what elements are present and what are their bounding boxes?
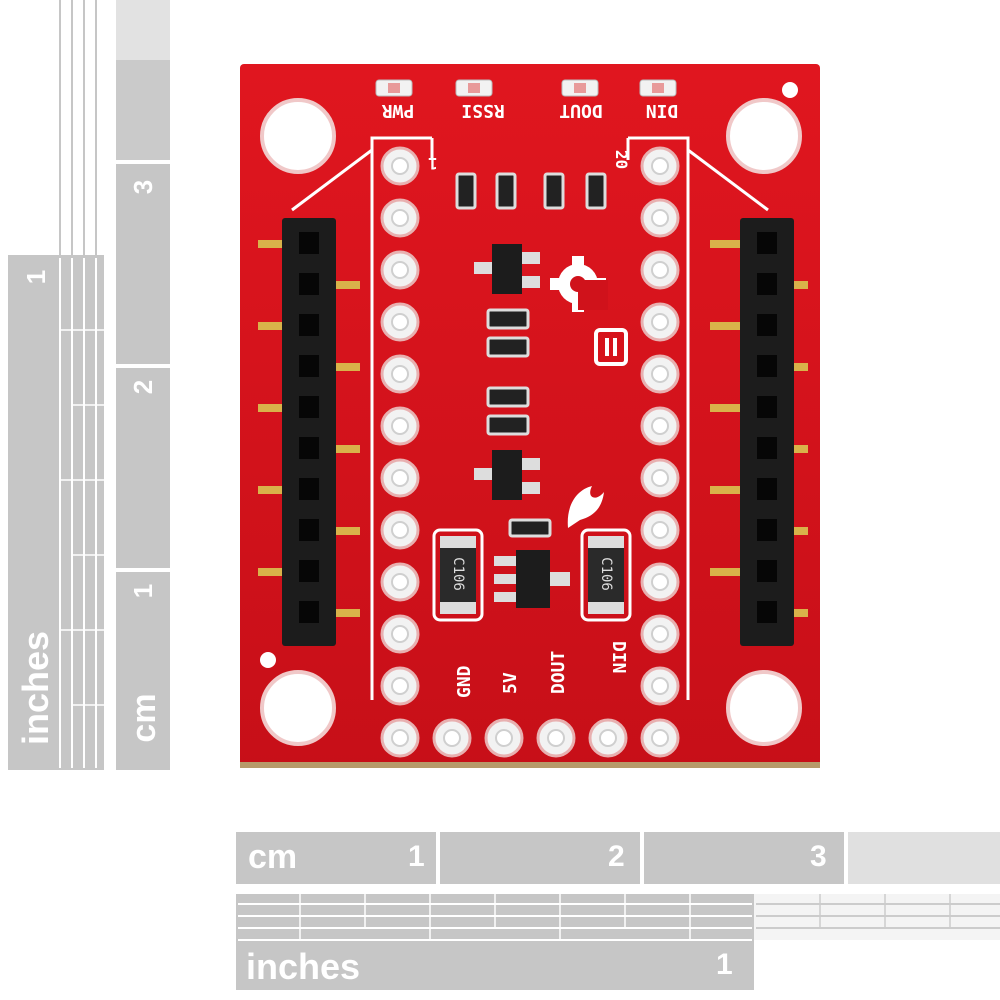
header-pin-lead	[794, 363, 808, 371]
top-resistors	[455, 172, 607, 210]
header-pin-lead	[258, 568, 282, 576]
horizontal-inch-number-1: 1	[716, 948, 733, 981]
label-dout-bottom: DOUT	[548, 650, 569, 694]
header-pin-lead	[258, 322, 282, 330]
cap-label-right: C106	[598, 557, 614, 591]
cap-label-left: C106	[450, 557, 466, 591]
capacitors	[440, 536, 624, 614]
header-pin-lead	[710, 240, 740, 248]
voltage-regulator	[494, 550, 570, 608]
header-pin-lead	[336, 363, 360, 371]
label-5v: 5V	[500, 672, 521, 694]
vertical-cm-ruler	[116, 0, 170, 770]
oshw-gear-icon	[550, 256, 608, 312]
pin1-label: 1	[428, 154, 438, 173]
label-din-top: DIN	[645, 100, 679, 121]
status-leds	[375, 79, 677, 97]
horizontal-cm-unit: cm	[248, 838, 298, 876]
header-pin-lead	[794, 527, 808, 535]
label-rssi: RSSI	[461, 100, 505, 121]
header-pin-lead	[710, 322, 740, 330]
horizontal-cm-number-2: 2	[608, 840, 625, 873]
label-din-bottom: DIN	[608, 641, 629, 674]
vertical-inch-ruler	[8, 0, 106, 770]
horizontal-cm-number-3: 3	[810, 840, 827, 873]
horizontal-cm-ruler	[236, 832, 1000, 884]
header-pin-lead	[710, 404, 740, 412]
horizontal-cm-number-1: 1	[408, 840, 425, 873]
left-female-header	[282, 218, 336, 646]
header-pin-lead	[794, 609, 808, 617]
right-female-header	[740, 218, 794, 646]
label-gnd: GND	[454, 665, 475, 698]
label-pwr: PWR	[381, 100, 415, 121]
header-pin-lead	[336, 281, 360, 289]
sparkfun-flame-icon	[567, 486, 604, 528]
label-dout-top: DOUT	[559, 100, 603, 121]
header-pin-lead	[258, 404, 282, 412]
pin20-label: 20	[612, 149, 632, 170]
header-pin-lead	[336, 445, 360, 453]
header-pin-lead	[710, 486, 740, 494]
horizontal-inch-ruler	[236, 894, 1000, 990]
header-pin-lead	[710, 568, 740, 576]
header-pin-lead	[794, 281, 808, 289]
mounting-holes	[260, 82, 802, 746]
header-pin-lead	[336, 527, 360, 535]
header-pin-lead	[794, 445, 808, 453]
header-pin-lead	[258, 240, 282, 248]
horizontal-inch-unit: inches	[246, 946, 361, 987]
header-pin-lead	[258, 486, 282, 494]
transistors	[474, 244, 540, 500]
silkscreen-outline	[291, 136, 769, 700]
warning-box-icon	[594, 328, 628, 366]
header-pin-lead	[336, 609, 360, 617]
mid-resistors	[486, 308, 552, 538]
